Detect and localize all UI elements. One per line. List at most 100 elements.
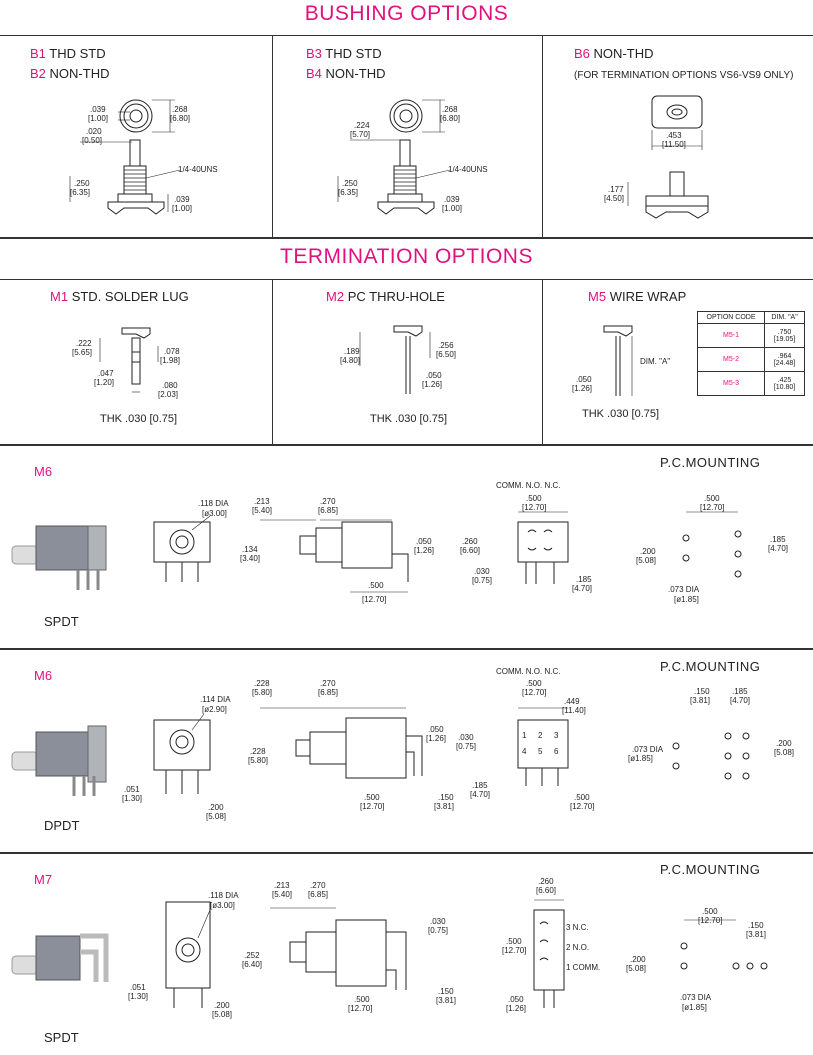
pin-label: 1 COMM. — [566, 963, 600, 972]
dim-label: [0.75] — [472, 576, 492, 585]
dim-label: .134 — [242, 545, 258, 554]
dim-label: .260 — [538, 877, 554, 886]
switch-photo — [11, 725, 107, 796]
m6-dpdt-code: M6 — [34, 668, 53, 683]
termination-m1-drawing: .222 [5.65] .078 [1.98] .047 [1.20] .080… — [72, 327, 180, 399]
dim-label: [0.50] — [82, 136, 102, 145]
table-cell: M5-1 — [696, 323, 766, 348]
dim-label: .073 DIA — [680, 993, 712, 1002]
table-cell: M5-2 — [696, 347, 766, 372]
dim-label: [5.08] — [636, 556, 656, 565]
dim-label: [6.60] — [460, 546, 480, 555]
option-b4: B4 NON-THD — [306, 66, 386, 81]
dim-label: [ø1.85] — [628, 754, 653, 763]
dim-label: .500 — [702, 907, 718, 916]
dim-label: [5.40] — [272, 890, 292, 899]
dim-label: [4.80] — [340, 356, 360, 365]
m7-code: M7 — [34, 872, 53, 887]
divider — [0, 648, 813, 650]
dim-label: [11.40] — [562, 706, 586, 715]
divider — [542, 279, 543, 444]
dim-label: .050 — [426, 371, 442, 380]
option-b2: B2 NON-THD — [30, 66, 110, 81]
dim-label: [12.70] — [502, 946, 526, 955]
dim-label: .150 — [748, 921, 764, 930]
m5-thickness: THK .030 [0.75] — [582, 408, 660, 420]
type-label: DPDT — [44, 818, 80, 833]
dim-label: [6.60] — [536, 886, 556, 895]
divider — [0, 237, 813, 239]
dim-label: .500 — [354, 995, 370, 1004]
pin-number: 2 — [538, 731, 543, 740]
dim-label: [1.00] — [442, 204, 462, 213]
dim-label: [6.85] — [308, 890, 328, 899]
pc-mounting-label: P.C.MOUNTING — [660, 659, 761, 674]
table-cell: .425[10.80] — [764, 371, 805, 396]
divider — [0, 279, 813, 280]
dim-label: .500 — [506, 937, 522, 946]
table-row: M5-1 .750[19.05] — [696, 323, 805, 348]
dim-label: .453 — [666, 131, 682, 140]
dim-label: [ø3.00] — [202, 509, 227, 518]
wire-wrap-table: OPTION CODE DIM. "A" M5-1 .750[19.05] M5… — [696, 311, 805, 396]
dim-label: .500 — [526, 679, 542, 688]
dim-label: .500 — [704, 494, 720, 503]
m6-spdt-code: M6 — [34, 464, 53, 479]
dim-label: [1.20] — [94, 378, 114, 387]
dim-label: .260 — [462, 537, 478, 546]
type-label: SPDT — [44, 614, 79, 629]
table-header: OPTION CODE — [696, 311, 766, 324]
dim-label: .051 — [130, 983, 146, 992]
dim-label: [0.75] — [456, 742, 476, 751]
dim-label: .150 — [694, 687, 710, 696]
dim-label: .118 DIA — [198, 499, 229, 508]
dim-label: [4.70] — [768, 544, 788, 553]
table-cell: M5-3 — [696, 371, 766, 396]
dim-label: .039 — [444, 195, 460, 204]
dim-label: .500 — [364, 793, 380, 802]
dim-label: .222 — [76, 339, 92, 348]
dim-label: .047 — [98, 369, 114, 378]
dim-label: [5.65] — [72, 348, 92, 357]
dim-label: .051 — [124, 785, 140, 794]
dim-label: [12.70] — [522, 688, 546, 697]
table-cell: .750[19.05] — [764, 323, 805, 348]
dim-label: .500 — [574, 793, 590, 802]
table-row: M5-3 .425[10.80] — [696, 371, 805, 396]
dim-label: .270 — [320, 679, 336, 688]
dim-label: [1.26] — [414, 546, 434, 555]
dim-label: [5.08] — [626, 964, 646, 973]
dim-label: .185 — [576, 575, 592, 584]
dim-label: .073 DIA — [668, 585, 700, 594]
m6-dpdt-drawings: .114 DIA [ø2.90] .228 [5.80] .270 [6.85]… — [122, 667, 794, 821]
dim-label: .118 DIA — [208, 891, 239, 900]
dim-label: .039 — [174, 195, 190, 204]
divider — [272, 35, 273, 237]
dim-label: [5.08] — [774, 748, 794, 757]
m1-thickness: THK .030 [0.75] — [100, 413, 178, 425]
divider — [542, 35, 543, 237]
table-row: M5-2 .964[24.48] — [696, 347, 805, 372]
dim-label: .020 — [86, 127, 102, 136]
dim-label: .050 — [416, 537, 432, 546]
pin-number: 6 — [554, 747, 559, 756]
divider — [0, 35, 813, 36]
option-b3: B3 THD STD — [306, 46, 382, 61]
dim-label: [6.40] — [242, 960, 262, 969]
dim-label: [1.26] — [506, 1004, 526, 1013]
dim-label: [6.85] — [318, 688, 338, 697]
pin-number: 5 — [538, 747, 543, 756]
dim-label: .030 — [474, 567, 490, 576]
dim-label: [5.40] — [252, 506, 272, 515]
m2-thickness: THK .030 [0.75] — [370, 413, 448, 425]
dim-label: [1.26] — [426, 734, 446, 743]
dim-label: [6.80] — [440, 114, 460, 123]
dim-label: .268 — [172, 105, 188, 114]
bushing-b3-drawing: .268 [6.80] .224 [5.70] .250 [6.35] 1/4-… — [337, 99, 488, 215]
dim-label: .030 — [458, 733, 474, 742]
dim-label: [12.70] — [698, 916, 722, 925]
dim-label: [1.30] — [122, 794, 142, 803]
dim-label: .114 DIA — [200, 695, 231, 704]
pin-number: 1 — [522, 731, 527, 740]
dim-label: [3.81] — [434, 802, 454, 811]
